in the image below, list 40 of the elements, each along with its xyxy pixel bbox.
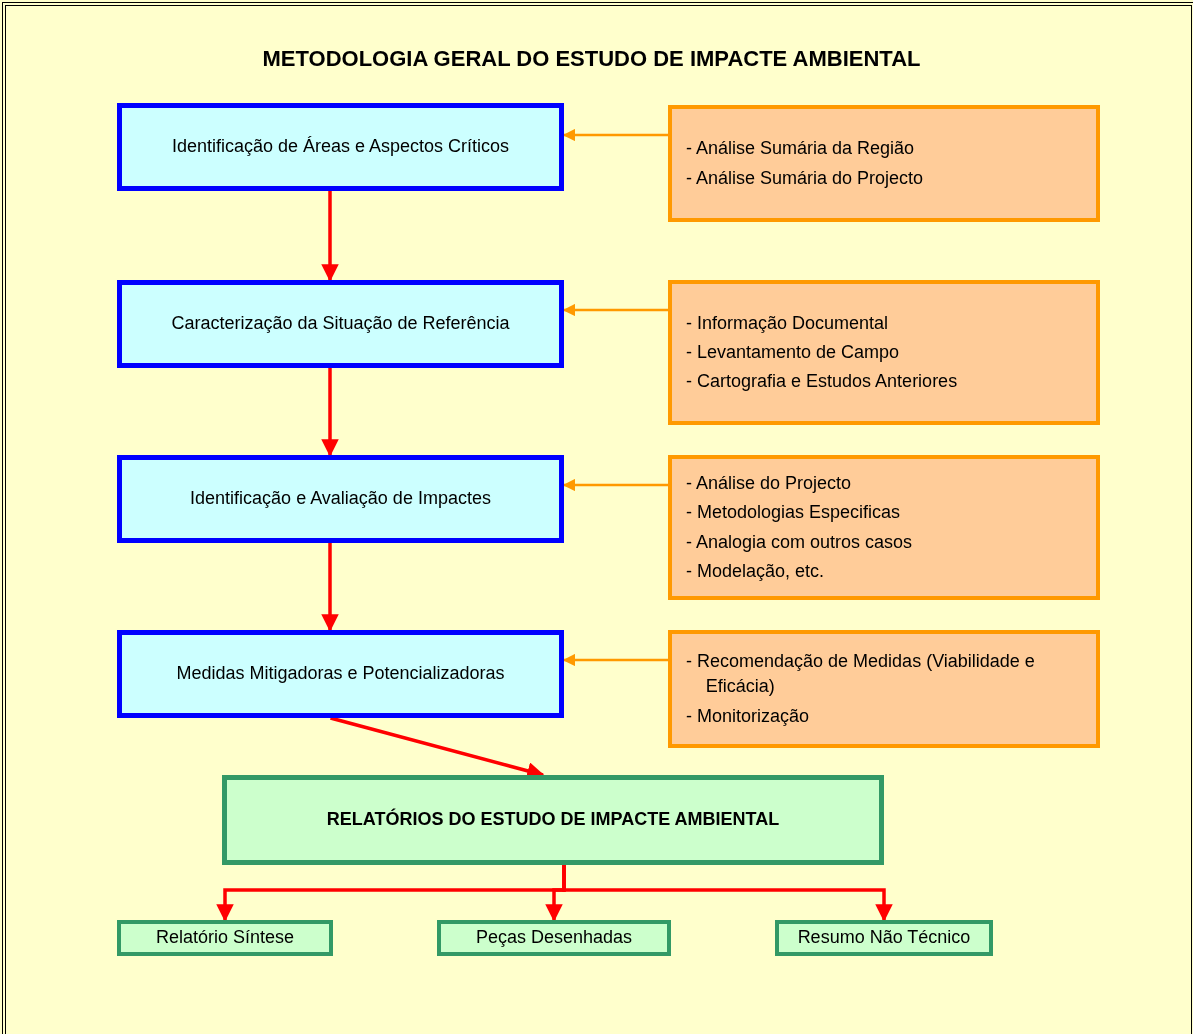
arrow — [562, 478, 668, 492]
arrow — [562, 303, 668, 317]
box-label: Medidas Mitigadoras e Potencializadoras — [176, 662, 505, 686]
list-item: - Cartografia e Estudos Anteriores — [686, 370, 958, 394]
input-box — [668, 105, 1100, 222]
arrow — [562, 653, 668, 667]
step-box — [117, 280, 564, 368]
output-box — [437, 920, 671, 956]
list-item: - Análise do Projecto — [686, 472, 852, 496]
arrow — [321, 191, 339, 282]
output-box — [117, 920, 333, 956]
box-label: Identificação e Avaliação de Impactes — [190, 487, 491, 511]
arrow — [562, 128, 668, 142]
step-box — [117, 103, 564, 191]
list-item: - Recomendação de Medidas (Viabilidade e Eficácia) — [686, 650, 1036, 699]
report-box — [222, 775, 884, 865]
step-box — [117, 630, 564, 718]
box-label: Identificação de Áreas e Aspectos Críticos — [171, 135, 510, 159]
box-label: Peças Desenhadas — [475, 926, 633, 950]
arrow — [321, 368, 339, 457]
list-item: - Modelação, etc. — [686, 559, 825, 583]
diagram-title: METODOLOGIA GERAL DO ESTUDO DE IMPACTE AMBIENTAL — [261, 46, 922, 72]
list-item: - Monitorização — [686, 704, 811, 728]
list-item: - Analogia com outros casos — [686, 530, 913, 554]
arrow — [562, 865, 893, 922]
list-item: - Análise Sumária da Região — [686, 137, 915, 161]
box-label: RELATÓRIOS DO ESTUDO DE IMPACTE AMBIENTAL — [326, 807, 780, 832]
list-item: - Metodologias Especificas — [686, 501, 901, 525]
output-box — [775, 920, 993, 956]
list-item: - Levantamento de Campo — [686, 340, 900, 364]
step-box — [117, 455, 564, 543]
box-label: Caracterização da Situação de Referência — [171, 312, 510, 336]
box-label: Resumo Não Técnico — [797, 926, 971, 950]
box-label: Relatório Síntese — [155, 926, 295, 950]
input-box — [668, 455, 1100, 600]
input-box — [668, 280, 1100, 425]
list-item: - Informação Documental — [686, 311, 889, 335]
list-item: - Análise Sumária do Projecto — [686, 166, 924, 190]
arrow — [321, 543, 339, 632]
input-box — [668, 630, 1100, 748]
